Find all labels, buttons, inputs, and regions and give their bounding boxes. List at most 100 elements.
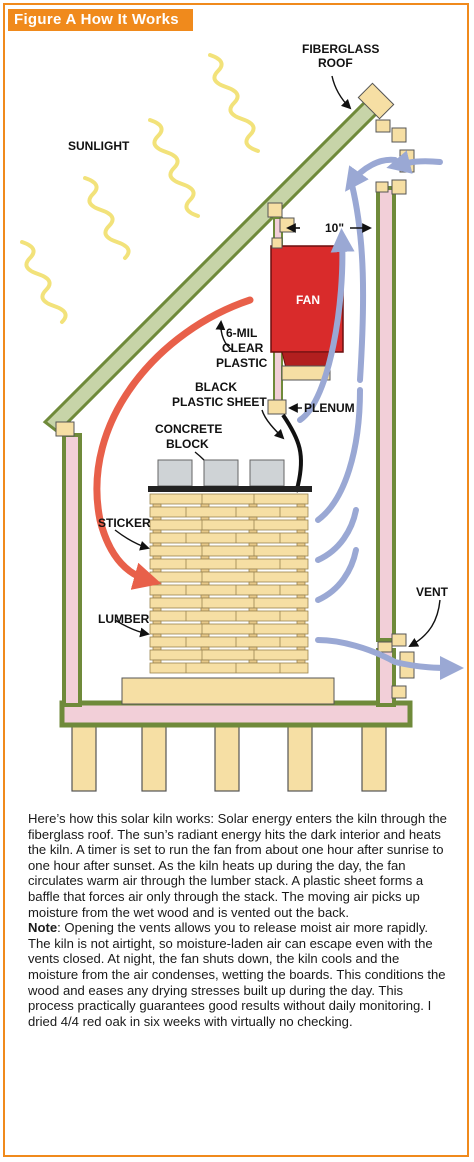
post bbox=[361, 722, 387, 792]
sticker bbox=[296, 555, 306, 560]
sticker bbox=[152, 607, 162, 612]
post bbox=[71, 722, 97, 792]
front-wall bbox=[62, 433, 82, 707]
return-air-arrows bbox=[297, 150, 464, 680]
fan-label: FAN bbox=[296, 293, 320, 307]
fan-outlet-block bbox=[281, 365, 331, 381]
note-text: : Opening the vents allows you to releas… bbox=[28, 920, 446, 1029]
sticker bbox=[248, 620, 258, 625]
roof-cap-block bbox=[357, 82, 395, 120]
air-arrow bbox=[349, 182, 367, 383]
lumber-board-row bbox=[149, 610, 309, 622]
sticker bbox=[200, 607, 210, 612]
roof-label-line1: FIBERGLASS bbox=[302, 42, 379, 56]
plastic-label-line3: PLASTIC bbox=[216, 356, 268, 370]
post bbox=[214, 722, 240, 792]
sticker bbox=[200, 659, 210, 664]
sticker bbox=[248, 633, 258, 638]
sticker bbox=[152, 581, 162, 586]
sticker bbox=[296, 594, 306, 599]
lumber-board-row bbox=[149, 636, 309, 648]
sticker bbox=[296, 633, 306, 638]
lumber-board-row bbox=[149, 649, 309, 661]
sticker bbox=[200, 516, 210, 521]
sun-ray bbox=[148, 118, 200, 218]
figure-title: Figure A How It Works bbox=[8, 9, 193, 31]
foundation-posts bbox=[71, 722, 387, 792]
leader-lines bbox=[114, 75, 441, 647]
roof-block bbox=[55, 421, 75, 437]
sticker bbox=[152, 594, 162, 599]
lumber-board-row bbox=[149, 623, 309, 635]
plastic-label-line1: 6-MIL bbox=[226, 326, 257, 340]
caption-note: Note: Opening the vents allows you to re… bbox=[28, 920, 448, 1029]
sticker bbox=[296, 646, 306, 651]
lumber-board-row bbox=[149, 493, 309, 505]
sticker bbox=[152, 620, 162, 625]
sticker bbox=[248, 555, 258, 560]
note-label: Note bbox=[28, 920, 58, 936]
sticker bbox=[296, 529, 306, 534]
sticker bbox=[296, 620, 306, 625]
sticker bbox=[152, 516, 162, 521]
lumber-board-row bbox=[149, 571, 309, 583]
vent-in-arrow bbox=[386, 150, 443, 174]
stack-base bbox=[121, 677, 335, 705]
sticker bbox=[152, 568, 162, 573]
lumber-board-row bbox=[149, 545, 309, 557]
fan bbox=[270, 245, 344, 353]
warm-air-arrow bbox=[93, 296, 254, 590]
sticker bbox=[152, 646, 162, 651]
sticker bbox=[296, 607, 306, 612]
sticker bbox=[248, 581, 258, 586]
back-wall bbox=[376, 186, 396, 642]
post bbox=[287, 722, 313, 792]
air-arrow bbox=[315, 387, 363, 523]
black-sheet-label-line1: BLACK bbox=[195, 380, 237, 394]
sticker bbox=[200, 555, 210, 560]
sunlight-rays bbox=[20, 53, 260, 324]
post bbox=[141, 722, 167, 792]
caption-paragraph: Here’s how this solar kiln works: Solar … bbox=[28, 811, 447, 920]
lumber-board-row bbox=[149, 519, 309, 531]
sticker bbox=[248, 503, 258, 508]
plenum-top-block bbox=[279, 217, 295, 233]
sticker bbox=[200, 594, 210, 599]
plenum-block bbox=[267, 399, 287, 415]
sticker bbox=[296, 542, 306, 547]
sticker bbox=[200, 542, 210, 547]
sticker bbox=[152, 633, 162, 638]
sticker bbox=[296, 503, 306, 508]
lumber-label: LUMBER bbox=[98, 612, 150, 626]
air-arrow bbox=[315, 547, 359, 603]
lumber-board-row bbox=[149, 558, 309, 570]
fan-mount bbox=[271, 237, 283, 249]
sticker bbox=[248, 607, 258, 612]
air-arrow bbox=[315, 507, 359, 563]
sun-ray bbox=[20, 240, 68, 324]
gap-dimension-label: 10" bbox=[325, 221, 344, 235]
lumber-board-row bbox=[149, 584, 309, 596]
sticker bbox=[248, 659, 258, 664]
sticker bbox=[200, 633, 210, 638]
sticker bbox=[296, 516, 306, 521]
lumber-board-row bbox=[149, 662, 309, 674]
caption: Here’s how this solar kiln works: Solar … bbox=[28, 811, 448, 1029]
roof-block bbox=[267, 202, 283, 218]
sticker bbox=[248, 594, 258, 599]
sticker bbox=[296, 659, 306, 664]
sticker bbox=[200, 646, 210, 651]
concrete-blocks bbox=[157, 459, 285, 487]
sticker bbox=[296, 581, 306, 586]
sunlight-label: SUNLIGHT bbox=[68, 139, 130, 153]
sticker bbox=[152, 555, 162, 560]
sticker bbox=[152, 659, 162, 664]
sticker bbox=[200, 581, 210, 586]
floor-frame bbox=[59, 700, 413, 728]
sticker-label: STICKER bbox=[98, 516, 151, 530]
air-arrow bbox=[297, 228, 355, 423]
sticker bbox=[296, 568, 306, 573]
plenum-label: PLENUM bbox=[304, 401, 355, 415]
sticker bbox=[248, 646, 258, 651]
sticker bbox=[152, 503, 162, 508]
